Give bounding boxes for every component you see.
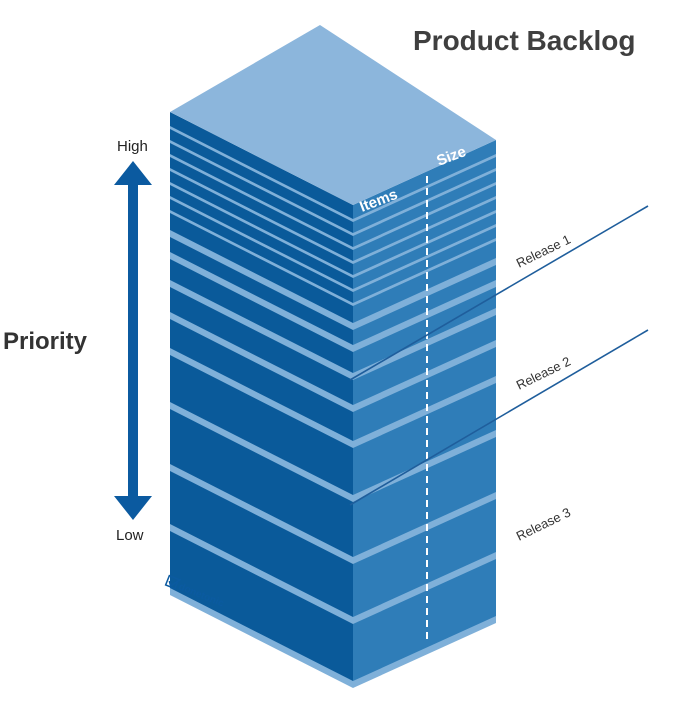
stack-band-left bbox=[170, 182, 353, 278]
stack-band-left bbox=[170, 196, 353, 292]
stack-top-face bbox=[170, 25, 496, 205]
stack-band-left bbox=[170, 230, 353, 330]
stack-band-left bbox=[170, 402, 353, 502]
stack-band-right bbox=[353, 280, 496, 352]
stack-band-left bbox=[170, 210, 353, 306]
stack-band-right bbox=[353, 210, 496, 278]
stack-band-right bbox=[353, 376, 496, 448]
stack-band-left bbox=[170, 588, 353, 688]
stack-band-right bbox=[353, 308, 496, 380]
stack-band-left bbox=[170, 280, 353, 380]
stack-band-right bbox=[353, 238, 496, 306]
arrow-up-icon bbox=[114, 161, 152, 185]
stack-band-left bbox=[170, 312, 353, 412]
backlog-stack bbox=[170, 25, 496, 688]
stack-band-right bbox=[353, 552, 496, 624]
arrow-down-icon bbox=[114, 496, 152, 520]
priority-low-label: Low bbox=[116, 527, 144, 544]
stack-band-right bbox=[353, 616, 496, 688]
stack-band-left bbox=[170, 154, 353, 250]
stack-band-right bbox=[353, 224, 496, 292]
priority-axis-label: Priority bbox=[3, 328, 88, 355]
stack-band-right bbox=[353, 258, 496, 330]
stack-band-right bbox=[353, 154, 496, 222]
page-title: Product Backlog bbox=[413, 25, 635, 56]
priority-axis: High Low Priority bbox=[3, 138, 152, 544]
stack-band-left bbox=[170, 126, 353, 222]
stack-band-left bbox=[170, 524, 353, 624]
stack-band-right bbox=[353, 168, 496, 236]
release-1-label: Release 1 bbox=[514, 232, 573, 271]
release-2-boundary bbox=[349, 329, 649, 506]
stack-band-left bbox=[170, 252, 353, 352]
stack-band-right bbox=[353, 340, 496, 412]
stack-band-right bbox=[353, 182, 496, 250]
stack-band-left bbox=[170, 348, 353, 448]
stack-band-right bbox=[353, 430, 496, 502]
priority-high-label: High bbox=[117, 138, 148, 155]
stack-band-left bbox=[170, 464, 353, 564]
check-icon bbox=[168, 578, 182, 588]
stack-band-left bbox=[170, 168, 353, 264]
release-lines bbox=[349, 205, 649, 506]
priority-arrow-shaft bbox=[128, 184, 138, 497]
release-2-label: Release 2 bbox=[514, 354, 573, 393]
stack-band-right bbox=[353, 492, 496, 564]
stack-band-left bbox=[170, 140, 353, 236]
release-1-boundary bbox=[349, 205, 649, 381]
stack-band-right bbox=[353, 196, 496, 264]
release-3-label: Release 3 bbox=[514, 505, 573, 544]
